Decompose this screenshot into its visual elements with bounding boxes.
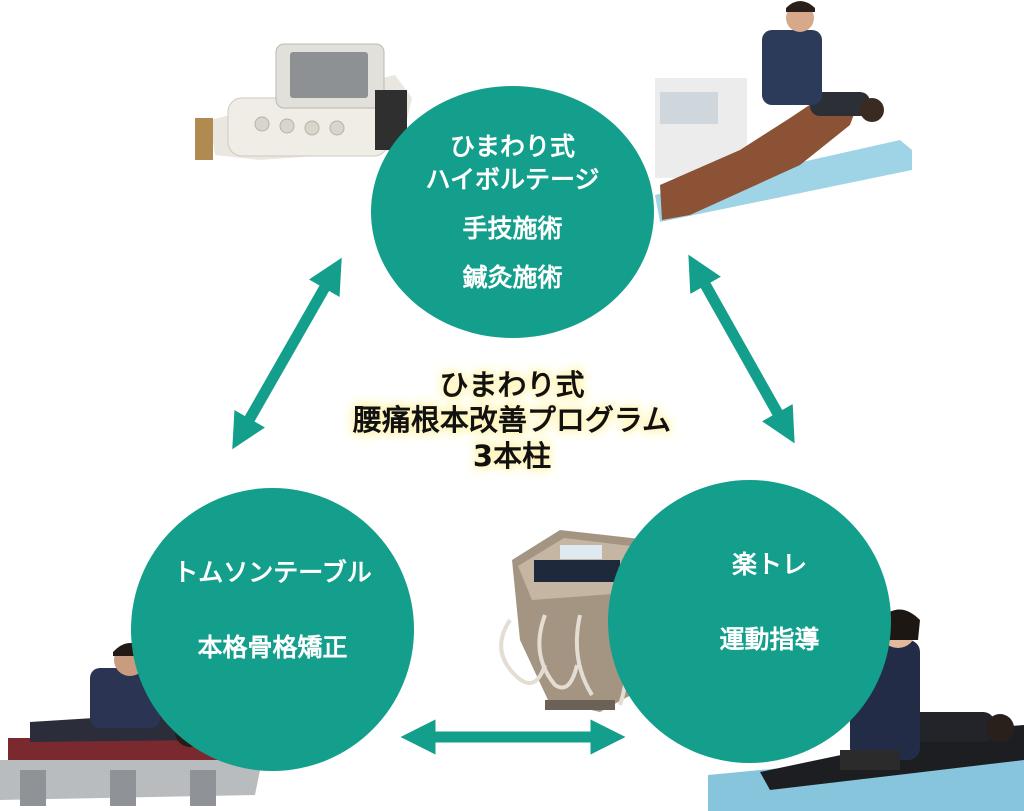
treatment-photo xyxy=(655,1,912,222)
title-line1: ひまわり式 xyxy=(439,368,585,402)
pillar-left-line2: 本格骨格矯正 xyxy=(197,632,348,662)
title-line2: 腰痛根本改善プログラム xyxy=(352,403,672,438)
connector-arrows xyxy=(232,254,795,755)
pillar-top-line2: ハイボルテージ xyxy=(425,165,600,194)
title-line3: 3本柱 xyxy=(472,438,552,473)
device-photo xyxy=(195,43,412,160)
pillar-right-line2: 運動指導 xyxy=(719,624,820,654)
pillar-top-line1: ひまわり式 xyxy=(449,132,575,161)
pillar-left-line1: トムソンテーブル xyxy=(173,557,372,587)
pillar-circle-left: トムソンテーブル 本格骨格矯正 xyxy=(131,488,414,771)
pillar-right-line1: 楽トレ xyxy=(731,549,807,579)
pillar-circle-right: 楽トレ 運動指導 xyxy=(608,480,891,763)
pillar-circle-top: ひまわり式 ハイボルテージ 手技施術 鍼灸施術 xyxy=(371,86,654,338)
pillar-top-line4: 鍼灸施術 xyxy=(462,263,563,292)
pillar-top-line3: 手技施術 xyxy=(462,214,563,243)
arrow-top-right xyxy=(688,254,795,444)
arrow-top-left xyxy=(232,257,342,450)
program-title: ひまわり式 腰痛根本改善プログラム 3本柱 xyxy=(300,368,724,474)
